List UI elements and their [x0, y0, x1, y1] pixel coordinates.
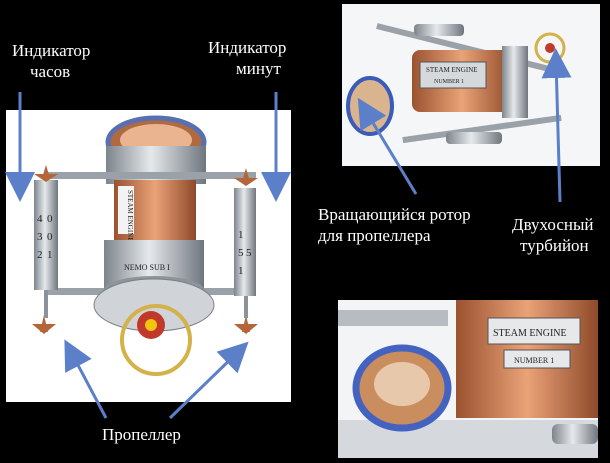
closeup-number-text: NUMBER 1	[514, 356, 554, 365]
minute-digit-4: 1	[238, 265, 244, 277]
propeller-arrow-left	[64, 339, 108, 419]
closeup-rotor-inner	[374, 362, 430, 406]
hour-digit-4: 0	[47, 213, 53, 225]
hour-digit-5: 0	[47, 231, 53, 243]
hour-indicator-label: Индикатор часов	[12, 40, 90, 82]
propeller-top-right	[234, 168, 258, 186]
closeup-plate-1	[487, 317, 581, 345]
side-plate	[419, 61, 487, 89]
closeup-indicator	[552, 424, 598, 444]
left-lower-rod	[44, 290, 48, 318]
tourbillon-label-line2: турбийон	[520, 236, 589, 255]
propeller-bottom-right	[234, 315, 258, 334]
hour-digit-6: 1	[47, 249, 53, 261]
tourbillon-arrow	[541, 48, 572, 203]
side-indicator-bottom	[446, 132, 502, 144]
main-mechanism-drawing: STEAM ENGINE NEMO SUB I 4 3 2 0 0 1 1 5 …	[32, 115, 258, 376]
minute-indicator-label: Индикатор минут	[208, 37, 286, 79]
hour-digit-1: 4	[37, 213, 43, 225]
hour-indicator-label-line1: Индикатор	[12, 41, 91, 60]
tourbillon-label-line1: Двухосный	[512, 215, 594, 234]
rotor-label-line2: для пропеллера	[318, 226, 431, 245]
side-number-text: NUMBER 1	[434, 79, 464, 85]
minute-digit-2: 5	[238, 247, 244, 259]
propeller-arrow-right	[168, 341, 249, 420]
frame-rod-top	[46, 172, 256, 179]
nemo-sub-text: NEMO SUB I	[124, 263, 170, 272]
minute-digit-3: 5	[246, 247, 252, 259]
rotor-label: Вращающийся ротор для пропеллера	[318, 204, 471, 246]
propeller-bottom-left	[32, 315, 56, 334]
vertical-plate-text: STEAM ENGINE	[126, 190, 134, 242]
closeup-plate-2	[503, 349, 571, 369]
closeup-drawing: STEAM ENGINE NUMBER 1	[338, 300, 598, 458]
minute-indicator-label-line1: Индикатор	[208, 38, 287, 57]
minute-indicator-column	[234, 188, 256, 296]
side-steel-end	[502, 46, 528, 118]
hour-digit-2: 3	[37, 231, 43, 243]
propeller-top-left	[34, 165, 58, 182]
minute-indicator-label-line2: минут	[236, 59, 281, 78]
side-steam-engine-text: STEAM ENGINE	[426, 66, 478, 74]
minute-digit-1: 1	[238, 229, 244, 241]
tourbillon-center	[145, 319, 157, 331]
hour-indicator-column	[34, 180, 58, 290]
rotor-label-line1: Вращающийся ротор	[318, 205, 471, 224]
hour-indicator-label-line2: часов	[30, 62, 71, 81]
main-mechanism-panel: STEAM ENGINE NEMO SUB I 4 3 2 0 0 1 1 5 …	[6, 110, 291, 402]
right-lower-rod	[244, 296, 248, 318]
propeller-label: Пропеллер	[102, 425, 181, 444]
vertical-plate	[118, 186, 134, 234]
hour-digit-3: 2	[37, 249, 43, 261]
closeup-steam-engine-text: STEAM ENGINE	[493, 328, 567, 339]
closeup-panel: STEAM ENGINE NUMBER 1	[338, 300, 598, 458]
side-indicator-top	[414, 24, 464, 36]
tourbillon-label: Двухосный турбийон	[512, 214, 593, 256]
side-rod-bottom	[402, 114, 562, 144]
rotor-arrow	[357, 97, 418, 195]
closeup-rod-top	[338, 310, 448, 326]
tourbillon-ring	[120, 304, 192, 376]
